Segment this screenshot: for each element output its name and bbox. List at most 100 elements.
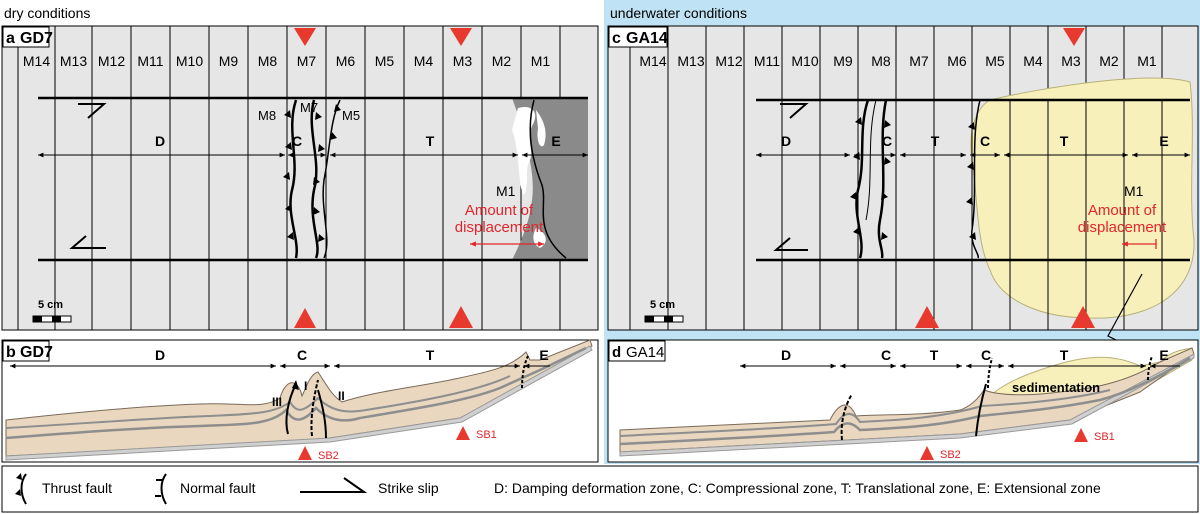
panel-a-label-box (2, 26, 50, 48)
panel-d-basal-layer (619, 353, 1195, 457)
panel-d-label-box (608, 340, 666, 362)
panel-b-fault-label-ii: II (338, 389, 345, 403)
legend-frame (1, 465, 1199, 513)
legend: Thrust fault Normal fault Strike slip D:… (1, 465, 1199, 513)
panel-c-id: GA14 (626, 30, 668, 47)
panel-c-strike-slip-top (780, 103, 809, 119)
legend-normal-label: Normal fault (180, 480, 256, 496)
panel-a-marker-label: M13 (60, 53, 87, 69)
panel-d-sedimentation-label: sedimentation (1012, 380, 1100, 395)
panel-c-scale-label: 5 cm (650, 299, 675, 311)
panel-b-fault-label-i: I (304, 379, 307, 393)
panel-c-marker-label: M7 (909, 53, 929, 69)
panel-c-scale-bar (644, 315, 684, 323)
panel-a-zone-e: E (551, 133, 560, 149)
panel-a-label-m1: M1 (496, 183, 516, 199)
panel-a-frame (1, 25, 599, 331)
panel-a-marker-label: M10 (176, 53, 203, 69)
panel-d-id: GA14 (626, 344, 664, 361)
panel-a-letter: a (6, 30, 15, 47)
panel-b-sb1-label: SB1 (476, 429, 497, 441)
panel-c-zone-c2: C (980, 133, 990, 149)
panel-c-marker-label: M13 (677, 53, 704, 69)
panel-d-normal-fault (1147, 355, 1153, 381)
legend-strike-label: Strike slip (378, 480, 439, 496)
panel-b-fault-ii (317, 389, 327, 439)
panel-c-fault-3 (865, 99, 877, 221)
legend-thrust-symbol (20, 473, 27, 505)
panel-a-thrust-fault-3 (322, 99, 341, 259)
header-underwater: underwater conditions (610, 5, 747, 21)
panel-d-sb1-label: SB1 (1094, 431, 1115, 443)
panel-c-triangle-top (1063, 28, 1085, 46)
panel-c-thrust-fault-2 (877, 99, 888, 259)
panel-a-strike-slip-top (78, 103, 107, 119)
panel-b-normal-fault (521, 355, 529, 389)
panel-c-letter: c (612, 30, 621, 47)
panel-d-sb2-label: SB2 (940, 449, 961, 461)
panel-a-label-m8: M8 (258, 108, 276, 123)
panel-d-zone-t2: T (1060, 347, 1069, 363)
panel-c-triangle-bottom-1 (915, 306, 939, 328)
panel-a-marker-label: M7 (297, 53, 317, 69)
panel-a-marker-label: M12 (98, 53, 125, 69)
panel-c-zone-c1: C (882, 133, 892, 149)
panel-d-sb2-triangle (920, 446, 934, 460)
panel-b-label-box (2, 340, 50, 362)
panel-c-marker-label: M5 (985, 53, 1005, 69)
panel-c-marker-label: M2 (1099, 53, 1119, 69)
panel-b-zone-d: D (155, 347, 165, 363)
panel-a-marker-label: M3 (453, 53, 473, 69)
panel-d-sb1-triangle (1074, 428, 1088, 442)
panel-c-thrust-fault-1 (855, 99, 870, 259)
panel-a-marker-label: M14 (23, 53, 50, 69)
panel-a-strike-slip-bottom (69, 235, 106, 249)
panel-b-zone-t: T (426, 347, 435, 363)
panel-a-label-m5: M5 (342, 108, 360, 123)
panel-b-sb1-triangle (456, 426, 470, 440)
panel-c-marker-label: M1 (1137, 53, 1157, 69)
panel-c-zone-t2: T (1060, 133, 1069, 149)
panel-c-zone-d: D (781, 133, 791, 149)
panel-a-triangle-top-2 (450, 28, 472, 46)
legend-strike-symbol (300, 477, 368, 493)
panel-a-scale-label: 5 cm (38, 299, 63, 311)
panel-a-marker-label: M2 (492, 53, 512, 69)
panel-a-marker-label: M8 (258, 53, 278, 69)
panel-c-marker-label: M8 (871, 53, 891, 69)
panel-a-label-m7: M7 (300, 100, 318, 115)
panel-c-marker-label: M9 (833, 53, 853, 69)
legend-definition: D: Damping deformation zone, C: Compress… (494, 480, 1101, 496)
panel-a-id: GD7 (20, 30, 53, 47)
panel-d-zone-d: D (781, 347, 791, 363)
panel-c-zone-e: E (1159, 133, 1168, 149)
panel-a-marker-label: M9 (219, 53, 239, 69)
panel-a-marker-label: M4 (414, 53, 434, 69)
panel-d-fault-1 (840, 393, 853, 441)
panel-a-triangle-bottom-2 (449, 306, 473, 328)
panel-a-zone-c: C (292, 133, 302, 149)
panel-b-id: GD7 (20, 344, 53, 361)
panel-d-zone-c2: C (981, 347, 991, 363)
left-header-strip (0, 0, 600, 26)
panel-c-thrust-fault-4 (971, 99, 981, 259)
panel-a-gap (512, 106, 536, 195)
panel-d-fault-3 (987, 357, 993, 389)
panel-c-marker-label: M12 (715, 53, 742, 69)
panel-d-sand-body (619, 347, 1195, 453)
panel-b-letter: b (6, 344, 16, 361)
panel-a-displacement-2: displacement (455, 219, 544, 236)
panel-b-fault-arrow (292, 380, 299, 390)
panel-b-sb2-triangle (298, 446, 312, 460)
panel-a-displacement-1: Amount of (465, 202, 534, 219)
panel-a-thrust-teeth (283, 104, 341, 242)
panel-b-fault-label-iii: III (272, 395, 282, 409)
panel-c-label-box (608, 26, 668, 48)
panel-c-marker-label: M4 (1023, 53, 1043, 69)
panel-d-fault-2 (975, 383, 987, 437)
panel-c-marker-label: M10 (791, 53, 818, 69)
panel-c-marker-label: M3 (1061, 53, 1081, 69)
panel-a-scale-bar (32, 315, 72, 323)
panel-a-marker-label: M11 (137, 53, 163, 69)
panel-c-strike-slip-bottom (773, 237, 808, 251)
